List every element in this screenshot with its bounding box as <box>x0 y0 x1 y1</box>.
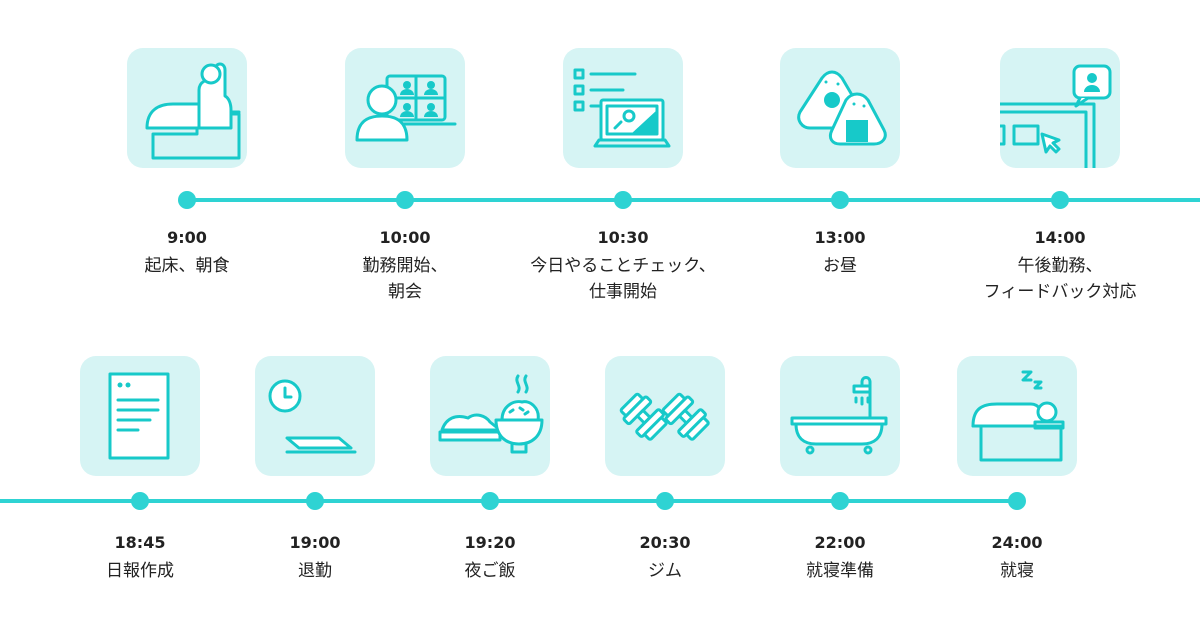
event-time: 10:30 <box>597 228 649 247</box>
feedback-screen-icon <box>1000 48 1120 168</box>
timeline-dot <box>656 492 674 510</box>
event-time: 22:00 <box>814 533 866 552</box>
event-label: お昼 <box>823 256 857 276</box>
sleeping-bed-icon <box>957 356 1077 476</box>
dinner-rice-bowl-icon <box>430 356 550 476</box>
event-label: 日報作成 <box>106 561 174 581</box>
timeline-dot <box>396 191 414 209</box>
event-label: 就寝準備 <box>806 561 874 581</box>
event-label: 退勤 <box>298 561 332 581</box>
clock-closed-laptop-icon <box>255 356 375 476</box>
timeline-line-bottom <box>0 499 1017 503</box>
event-time: 13:00 <box>814 228 866 247</box>
event-time: 18:45 <box>114 533 166 552</box>
timeline-dot <box>1008 492 1026 510</box>
daily-report-document-icon <box>80 356 200 476</box>
event-time: 19:00 <box>289 533 341 552</box>
checklist-laptop-icon <box>563 48 683 168</box>
event-label: 勤務開始、 朝会 <box>362 256 448 302</box>
timeline-dot <box>1051 191 1069 209</box>
event-time: 19:20 <box>464 533 516 552</box>
event-time: 14:00 <box>1034 228 1086 247</box>
event-label: 今日やることチェック、 仕事開始 <box>530 256 716 302</box>
event-label: 午後勤務、 フィードバック対応 <box>983 256 1137 302</box>
event-label: 夜ご飯 <box>464 561 516 581</box>
wake-up-bed-icon <box>127 48 247 168</box>
timeline-dot <box>131 492 149 510</box>
event-label: 起床、朝食 <box>144 256 230 276</box>
timeline-dot <box>306 492 324 510</box>
rice-ball-icon <box>780 48 900 168</box>
event-label: 就寝 <box>1000 561 1034 581</box>
event-time: 24:00 <box>991 533 1043 552</box>
event-time: 20:30 <box>639 533 691 552</box>
video-meeting-icon <box>345 48 465 168</box>
event-time: 9:00 <box>167 228 207 247</box>
dumbbell-icon <box>605 356 725 476</box>
timeline-dot <box>178 191 196 209</box>
event-label: ジム <box>648 561 682 581</box>
timeline-dot <box>481 492 499 510</box>
timeline-dot <box>831 492 849 510</box>
event-time: 10:00 <box>379 228 431 247</box>
timeline-dot <box>614 191 632 209</box>
timeline-dot <box>831 191 849 209</box>
timeline-line-top <box>180 198 1200 202</box>
bathtub-shower-icon <box>780 356 900 476</box>
